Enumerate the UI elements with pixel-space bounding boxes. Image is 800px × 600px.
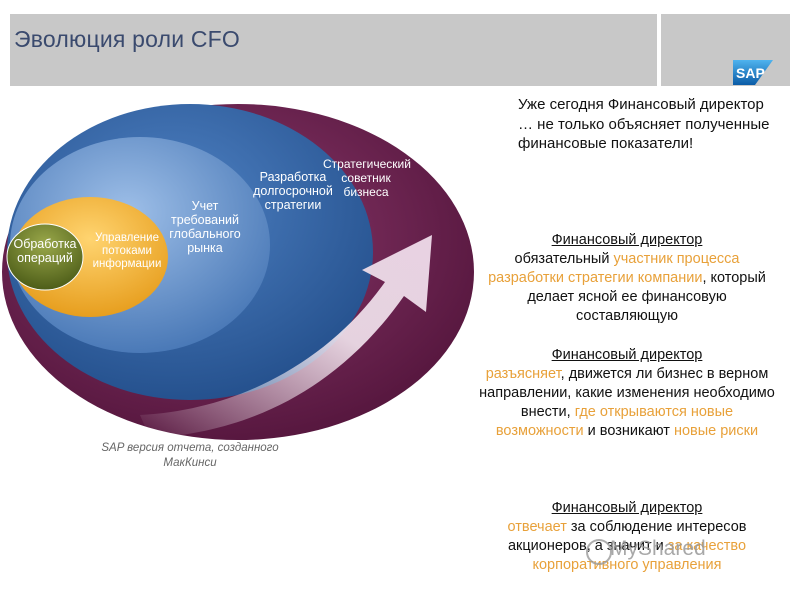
label-core: Обработка операций (13, 237, 77, 265)
watermark-icon (586, 539, 612, 565)
intro-line-1: Уже сегодня Финансовый директор (518, 96, 764, 113)
point-1-text-b: , который делает ясной ее финансовую сос… (527, 270, 766, 324)
point-3-heading: Финансовый директор (551, 500, 703, 516)
sap-logo-text: SAP (736, 65, 765, 81)
point-1: Финансовый директор обязательный участни… (478, 231, 776, 326)
label-info-ring: Управление потоками информации (92, 232, 162, 270)
sap-logo: SAP (733, 60, 773, 85)
header-bar (10, 14, 657, 86)
core-circle (6, 223, 84, 291)
intro-block: Уже сегодня Финансовый директор … не тол… (518, 95, 782, 154)
label-outer-ring: Стратегический советник бизнеса (323, 157, 411, 199)
point-3-highlight-b: за качество корпоративного управления (532, 538, 747, 573)
diagram-caption: SAP версия отчета, созданного МакКинси (101, 442, 279, 469)
point-2-body: разъясняет, движется ли бизнес в верном … (478, 365, 776, 441)
point-3-text-a: за соблюдение интересов акционеров, а зн… (507, 519, 747, 554)
growth-arrow (140, 235, 432, 438)
point-2: Финансовый директор разъясняет, движется… (478, 346, 776, 441)
point-2-highlight-c: новые риски (673, 423, 759, 439)
point-2-highlight-b: где открываются новые возможности (495, 404, 734, 439)
point-2-text-a: , движется ли бизнес в верном направлени… (479, 366, 775, 420)
intro-line-2: … не только объясняет полученные финансо… (518, 115, 770, 153)
point-2-heading: Финансовый директор (551, 347, 703, 363)
point-1-highlight: участник процесса разработки стратегии к… (488, 251, 740, 286)
point-2-text-b: и возникают (583, 423, 674, 439)
point-2-highlight-a: разъясняет (485, 366, 561, 382)
watermark-text: MyShared (610, 537, 706, 560)
point-1-text-a: обязательный (514, 251, 614, 267)
label-market-ring: Учет требований глобального рынка (169, 199, 241, 255)
point-3: Финансовый директор отвечает за соблюден… (478, 499, 776, 575)
logo-bar (661, 14, 790, 86)
point-3-body: отвечает за соблюдение интересов акционе… (478, 518, 776, 575)
point-1-body: обязательный участник процесса разработк… (478, 250, 776, 326)
page-title: Эволюция роли CFO (14, 26, 240, 52)
point-1-heading: Финансовый директор (551, 232, 703, 248)
point-3-highlight-a: отвечает (507, 519, 567, 535)
role-evolution-diagram (2, 104, 474, 440)
label-strategy-ring: Разработка долгосрочной стратегии (253, 170, 333, 212)
